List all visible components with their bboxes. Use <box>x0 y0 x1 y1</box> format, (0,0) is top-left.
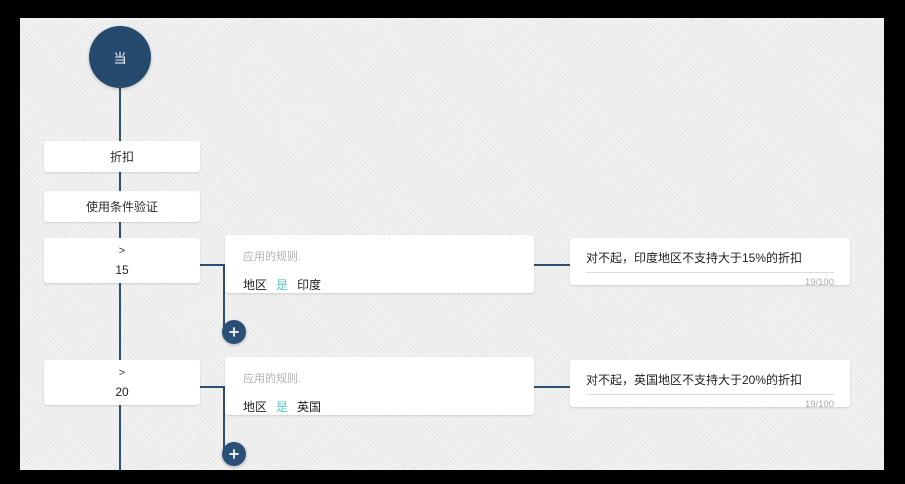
rule-operator-1: 是 <box>276 278 289 292</box>
flow-canvas[interactable]: 当 折扣 使用条件验证 > 15 应用的规则. 地区 是 印度 对不起，印度地区… <box>20 18 884 470</box>
rule-value-1: 印度 <box>297 278 322 292</box>
start-node[interactable]: 当 <box>89 26 151 88</box>
flow-node-usage-condition-validation[interactable]: 使用条件验证 <box>44 191 200 222</box>
connector-discount-to-validation <box>119 158 121 191</box>
rule-field-2: 地区 <box>243 400 268 414</box>
rule-caption-2: 应用的规则. <box>243 373 302 385</box>
rule-operator-2: 是 <box>276 400 289 414</box>
condition-operator-1: > <box>118 244 126 257</box>
add-branch-button-1[interactable] <box>222 320 246 344</box>
connector-branch2-to-end <box>119 405 121 470</box>
rule-field-1: 地区 <box>243 278 268 292</box>
plus-icon <box>229 327 239 337</box>
message-counter-2: 19/100 <box>804 399 834 410</box>
flow-node-discount[interactable]: 折扣 <box>44 141 200 172</box>
message-card-2[interactable]: 对不起，英国地区不支持大于20%的折扣 19/100 <box>570 360 850 410</box>
connector-branch1-elbow-vertical <box>223 264 225 333</box>
condition-operator-2: > <box>118 366 126 379</box>
message-text-2[interactable]: 对不起，英国地区不支持大于20%的折扣 <box>586 371 834 395</box>
message-card-1[interactable]: 对不起，印度地区不支持大于15%的折扣 19/100 <box>570 238 850 288</box>
rule-panel-1[interactable]: 应用的规则. 地区 是 印度 <box>225 235 534 293</box>
connector-condition2-to-rule <box>200 386 225 388</box>
connector-branch2-elbow-vertical <box>223 386 225 455</box>
connector-rule1-to-message <box>534 264 570 266</box>
flow-node-usage-condition-validation-label: 使用条件验证 <box>85 200 158 214</box>
start-node-label: 当 <box>113 50 127 66</box>
rule-panel-2[interactable]: 应用的规则. 地区 是 英国 <box>225 357 534 415</box>
connector-branch1-to-branch2 <box>119 283 121 361</box>
condition-value-1: 15 <box>115 262 129 277</box>
rule-expression-2: 地区 是 英国 <box>243 398 516 415</box>
connector-start-to-discount <box>119 86 121 141</box>
condition-value-2: 20 <box>115 384 129 399</box>
add-branch-button-2[interactable] <box>222 442 246 466</box>
message-counter-1: 19/100 <box>804 277 834 288</box>
flow-node-discount-label: 折扣 <box>109 150 134 164</box>
rule-value-2: 英国 <box>297 400 322 414</box>
message-text-1[interactable]: 对不起，印度地区不支持大于15%的折扣 <box>586 249 834 273</box>
connector-validation-to-branch1 <box>119 213 121 238</box>
plus-icon <box>229 449 239 459</box>
rule-expression-1: 地区 是 印度 <box>243 276 516 293</box>
condition-box-1[interactable]: > 15 <box>44 238 200 283</box>
connector-rule2-to-message <box>534 386 570 388</box>
condition-box-2[interactable]: > 20 <box>44 360 200 405</box>
connector-condition1-to-rule <box>200 264 225 266</box>
rule-caption-1: 应用的规则. <box>243 251 302 263</box>
